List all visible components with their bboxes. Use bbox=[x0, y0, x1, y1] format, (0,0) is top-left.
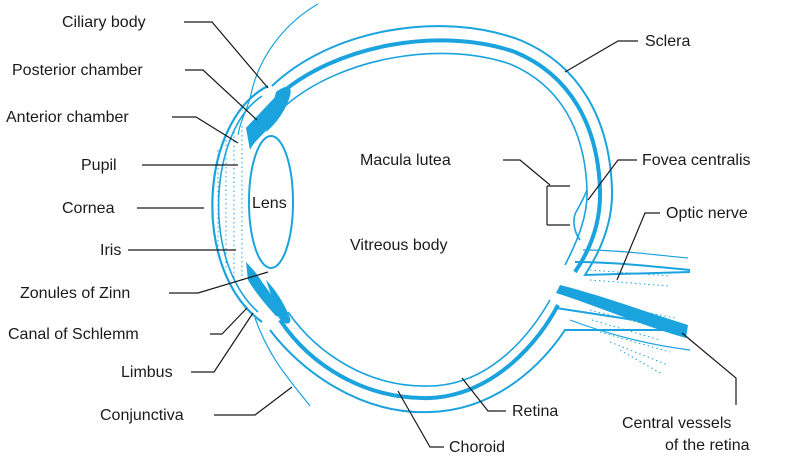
label-central-vessels-line2: of the retina bbox=[665, 437, 750, 454]
label-canal-of-schlemm: Canal of Schlemm bbox=[8, 326, 139, 343]
choroid-lower-layer bbox=[280, 305, 558, 398]
label-sclera: Sclera bbox=[645, 33, 690, 50]
label-conjunctiva: Conjunctiva bbox=[100, 407, 184, 424]
label-optic-nerve: Optic nerve bbox=[666, 205, 748, 222]
label-zonules-of-zinn: Zonules of Zinn bbox=[20, 285, 130, 302]
label-posterior-chamber: Posterior chamber bbox=[12, 62, 143, 79]
label-choroid: Choroid bbox=[449, 439, 505, 456]
retina-lower-layer bbox=[288, 300, 550, 386]
label-cornea: Cornea bbox=[62, 200, 115, 217]
leader-lines bbox=[128, 22, 736, 447]
label-retina: Retina bbox=[512, 403, 558, 420]
label-lens: Lens bbox=[252, 195, 287, 212]
label-ciliary-body: Ciliary body bbox=[62, 14, 146, 31]
label-fovea-centralis: Fovea centralis bbox=[642, 152, 751, 169]
label-anterior-chamber: Anterior chamber bbox=[6, 109, 129, 126]
label-central-vessels-line1: Central vessels bbox=[622, 415, 731, 432]
label-pupil: Pupil bbox=[81, 157, 117, 174]
label-limbus: Limbus bbox=[121, 364, 173, 381]
label-vitreous-body: Vitreous body bbox=[350, 237, 448, 254]
label-iris: Iris bbox=[100, 242, 121, 259]
label-macula-lutea: Macula lutea bbox=[360, 152, 451, 169]
